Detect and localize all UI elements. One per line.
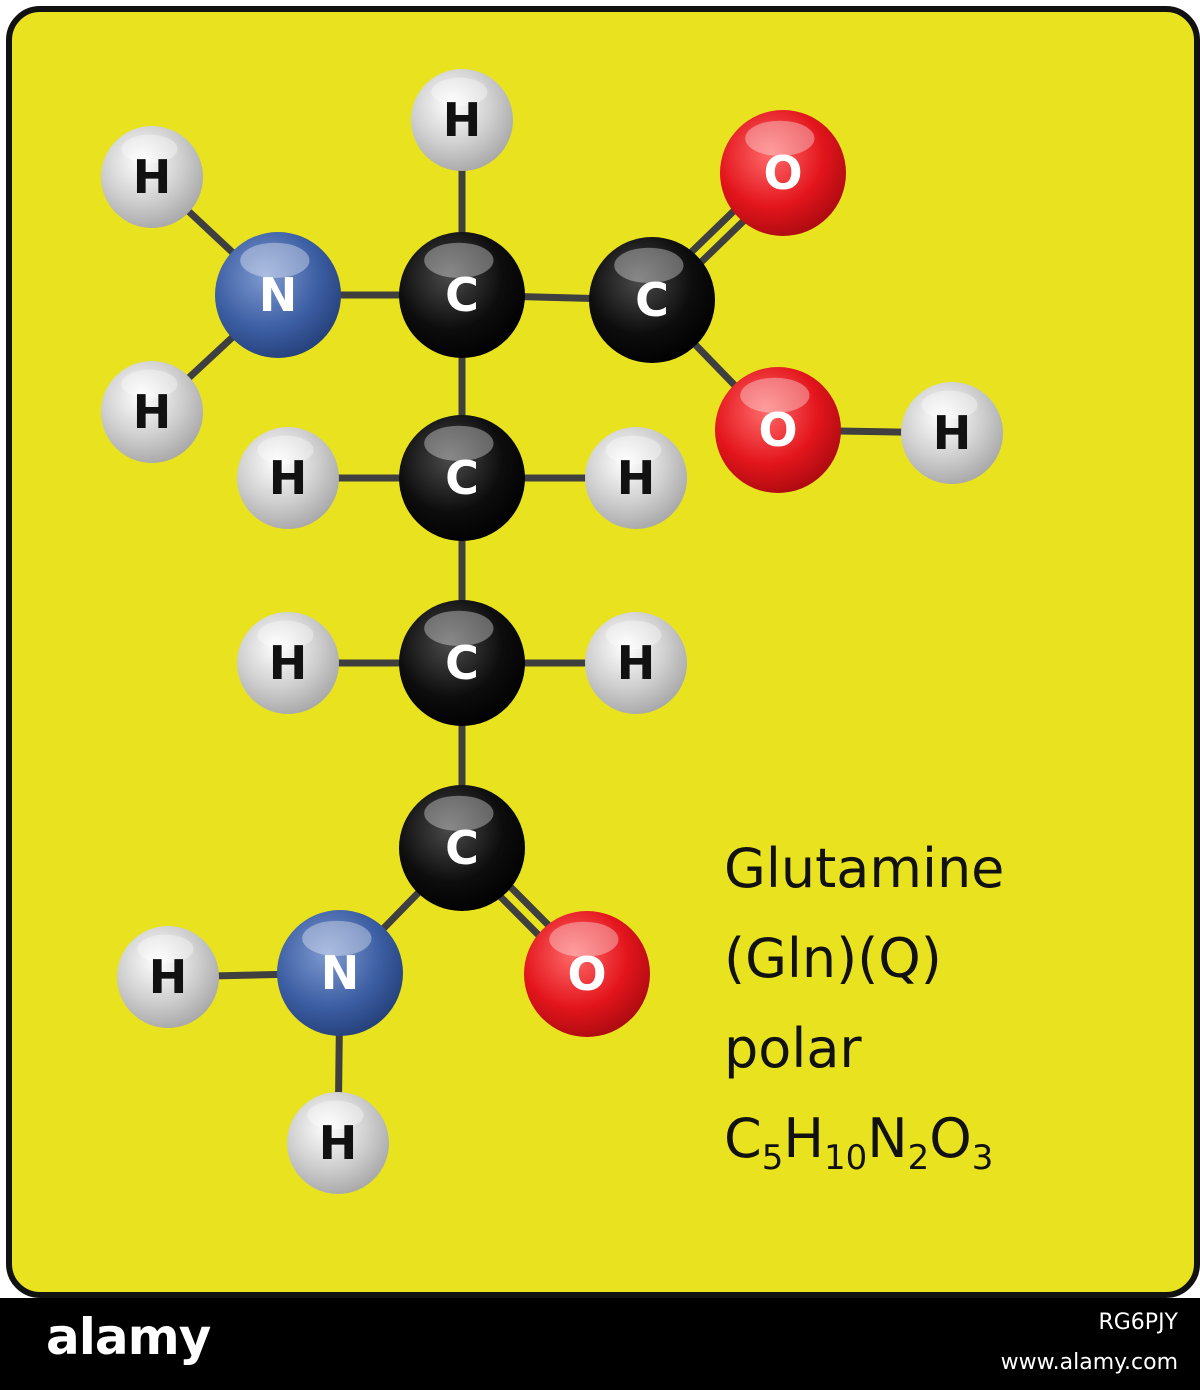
- atom-label: O: [763, 146, 802, 200]
- formula-element: C: [724, 1107, 762, 1170]
- atom-h: H: [237, 427, 339, 529]
- formula-element: H: [783, 1107, 824, 1170]
- atom-sphere: [720, 110, 846, 236]
- atom-sphere: [101, 361, 203, 463]
- atom-label: H: [319, 1116, 358, 1170]
- atom-highlight: [257, 435, 314, 465]
- atom-h: H: [101, 126, 203, 228]
- atom-sphere: [585, 612, 687, 714]
- atom-sphere: [589, 237, 715, 363]
- atom-label: C: [445, 451, 479, 505]
- atom-c: C: [399, 415, 525, 541]
- atom-highlight: [431, 77, 488, 107]
- atom-highlight: [605, 435, 662, 465]
- atom-label: H: [133, 150, 172, 204]
- atom-n: N: [215, 232, 341, 358]
- atom-highlight: [745, 120, 815, 156]
- atom-sphere: [399, 785, 525, 911]
- atom-sphere: [277, 910, 403, 1036]
- atom-o: O: [524, 911, 650, 1037]
- atom-sphere: [287, 1092, 389, 1194]
- atom-highlight: [921, 390, 978, 420]
- atom-c: C: [399, 600, 525, 726]
- atom-h: H: [237, 612, 339, 714]
- molecular-formula: C5H10N2O3: [724, 1112, 993, 1176]
- atom-label: C: [445, 268, 479, 322]
- formula-count: 3: [971, 1138, 994, 1178]
- atom-label: H: [269, 636, 308, 690]
- atom-highlight: [424, 610, 494, 646]
- molecule-property: polar: [724, 1017, 862, 1080]
- atom-label: O: [758, 403, 797, 457]
- atom-h: H: [117, 926, 219, 1028]
- formula-count: 2: [907, 1138, 930, 1178]
- atom-label: N: [321, 946, 360, 1000]
- formula-count: 10: [823, 1138, 868, 1178]
- atom-h: H: [585, 427, 687, 529]
- atom-highlight: [257, 620, 314, 650]
- atom-sphere: [117, 926, 219, 1028]
- formula-element: O: [929, 1107, 972, 1170]
- atom-highlight: [424, 795, 494, 831]
- molecule-name: Glutamine: [724, 837, 1005, 900]
- atom-highlight: [549, 921, 619, 957]
- atom-sphere: [585, 427, 687, 529]
- atom-o: O: [715, 367, 841, 493]
- atom-label: N: [259, 268, 298, 322]
- atom-sphere: [399, 415, 525, 541]
- atom-sphere: [215, 232, 341, 358]
- atom-highlight: [307, 1100, 364, 1130]
- molecule-abbreviation: (Gln)(Q): [724, 927, 942, 990]
- atom-h: H: [901, 382, 1003, 484]
- atom-highlight: [614, 247, 684, 283]
- atom-sphere: [399, 232, 525, 358]
- atom-sphere: [901, 382, 1003, 484]
- atom-sphere: [237, 612, 339, 714]
- atom-sphere: [715, 367, 841, 493]
- atom-h: H: [585, 612, 687, 714]
- atom-label: H: [133, 385, 172, 439]
- atom-label: C: [445, 821, 479, 875]
- atom-c: C: [399, 785, 525, 911]
- atom-label: H: [617, 451, 656, 505]
- site-url: www.alamy.com: [1000, 1350, 1178, 1375]
- atom-highlight: [740, 377, 810, 413]
- atom-c: C: [399, 232, 525, 358]
- atom-label: O: [567, 947, 606, 1001]
- atom-sphere: [101, 126, 203, 228]
- atom-label: H: [149, 950, 188, 1004]
- atom-sphere: [524, 911, 650, 1037]
- atom-sphere: [411, 69, 513, 171]
- atom-label: H: [269, 451, 308, 505]
- formula-element: N: [867, 1107, 908, 1170]
- atom-h: H: [287, 1092, 389, 1194]
- atom-label: H: [443, 93, 482, 147]
- atom-highlight: [605, 620, 662, 650]
- brand-logo: alamy: [46, 1308, 211, 1366]
- watermark-footer: alamy RG6PJY www.alamy.com: [0, 1298, 1200, 1390]
- atom-label: C: [445, 636, 479, 690]
- atom-highlight: [121, 134, 178, 164]
- atom-sphere: [237, 427, 339, 529]
- formula-count: 5: [761, 1138, 784, 1178]
- atom-o: O: [720, 110, 846, 236]
- atom-h: H: [101, 361, 203, 463]
- atom-highlight: [121, 369, 178, 399]
- atom-label: H: [617, 636, 656, 690]
- atom-highlight: [137, 934, 194, 964]
- image-id: RG6PJY: [1098, 1310, 1178, 1335]
- atom-n: N: [277, 910, 403, 1036]
- atom-highlight: [240, 242, 310, 278]
- atom-sphere: [399, 600, 525, 726]
- atom-label: H: [933, 406, 972, 460]
- atom-highlight: [302, 920, 372, 956]
- atom-h: H: [411, 69, 513, 171]
- atom-highlight: [424, 242, 494, 278]
- atom-highlight: [424, 425, 494, 461]
- atom-label: C: [635, 273, 669, 327]
- atom-c: C: [589, 237, 715, 363]
